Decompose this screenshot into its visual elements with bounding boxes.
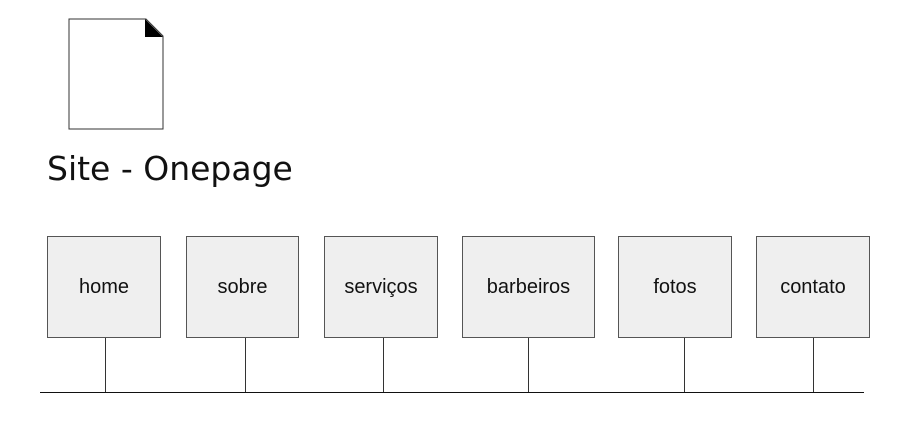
connector-servicos bbox=[383, 338, 384, 392]
page-box-servicos: serviços bbox=[324, 236, 438, 338]
page-box-fotos: fotos bbox=[618, 236, 732, 338]
document-icon bbox=[68, 18, 164, 130]
connector-sobre bbox=[245, 338, 246, 392]
diagram-title: Site - Onepage bbox=[47, 149, 293, 188]
connector-home bbox=[105, 338, 106, 392]
page-box-sobre: sobre bbox=[186, 236, 299, 338]
baseline bbox=[40, 392, 864, 393]
connector-fotos bbox=[684, 338, 685, 392]
page-box-barbeiros: barbeiros bbox=[462, 236, 595, 338]
page-box-contato: contato bbox=[756, 236, 870, 338]
connector-barbeiros bbox=[528, 338, 529, 392]
connector-contato bbox=[813, 338, 814, 392]
page-box-home: home bbox=[47, 236, 161, 338]
